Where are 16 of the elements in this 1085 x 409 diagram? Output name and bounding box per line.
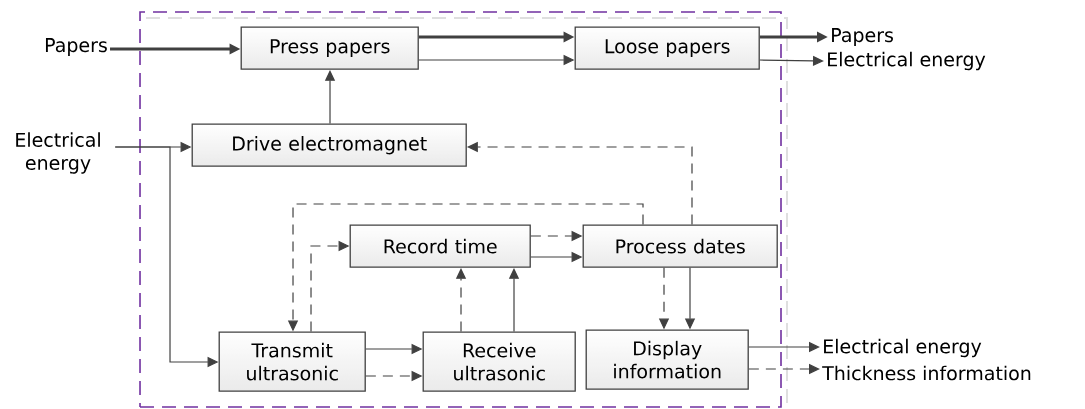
process-box: Record time	[349, 224, 531, 268]
system-boundary	[139, 11, 782, 408]
process-box: Press papers	[240, 26, 419, 70]
flow-label: Electrical energy	[828, 51, 986, 71]
flow-label: Papers	[45, 38, 107, 56]
process-box: Process dates	[582, 224, 778, 268]
arrow	[759, 55, 824, 66]
flow-label: Electrical energy	[824, 338, 982, 358]
flow-label: Electrical energy	[16, 132, 100, 174]
process-box: Loose papers	[574, 26, 760, 70]
process-box: Display information	[585, 329, 749, 390]
process-box: Receive ultrasonic	[422, 331, 576, 392]
flow-label: Thickness information	[822, 365, 1031, 381]
flow-label: Papers	[832, 28, 893, 46]
process-box: Transmit ultrasonic	[218, 331, 366, 392]
process-box: Drive electromagnet	[191, 123, 467, 167]
